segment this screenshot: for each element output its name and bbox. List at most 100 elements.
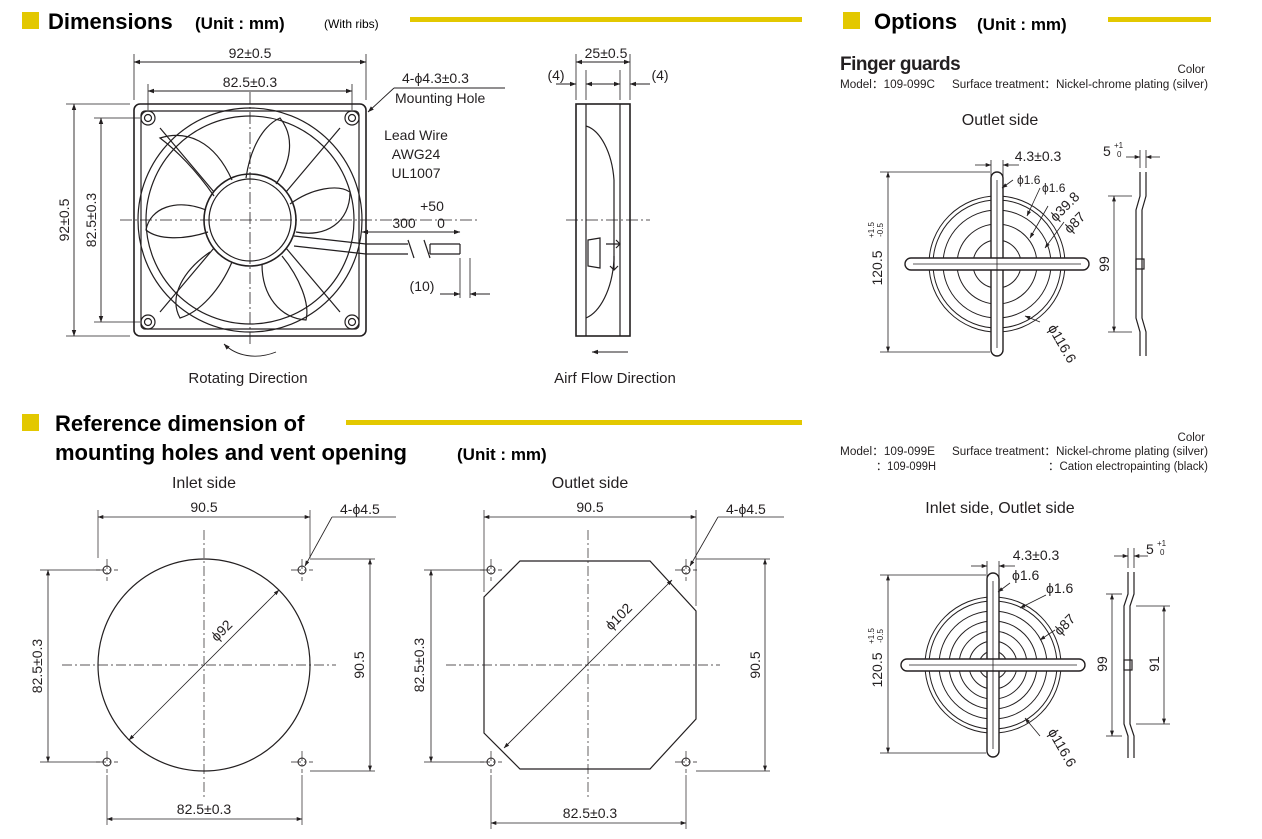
- options-guard2-info: Color Model：109-099E ：109-099H Surface t…: [840, 432, 1208, 517]
- guard1-tol-top: +1.5: [867, 222, 876, 238]
- guard2-front-view: [880, 561, 1086, 758]
- front-width: 92±0.5: [229, 45, 272, 61]
- inlet-extension-lines: [40, 510, 375, 825]
- dimensions-header: Dimensions (Unit : mm) (With ribs): [22, 9, 802, 34]
- guard2-height: 120.5: [869, 652, 885, 687]
- guard2-d5: ϕ116.6: [1045, 725, 1080, 769]
- color-label-2: Color: [1178, 432, 1206, 444]
- guard1-height: 120.5: [869, 250, 885, 285]
- inlet-pitch-vertical: 82.5±0.3: [29, 639, 45, 694]
- side-dimension-lines: [556, 59, 650, 355]
- guard1-hole: 4.3±0.3: [1015, 148, 1062, 164]
- wire-tolerance-plus: +50: [420, 198, 444, 214]
- lead-wire-standard: UL1007: [391, 165, 440, 181]
- fan-blades: [145, 117, 351, 321]
- guard2-side-height-inner: 91: [1146, 656, 1162, 672]
- guard2-d4: ϕ87: [1051, 610, 1079, 638]
- guard1-model: Model：109-099C: [840, 79, 935, 91]
- inlet-diameter: ϕ92: [208, 616, 236, 644]
- reference-unit: (Unit : mm): [457, 445, 547, 464]
- inlet-reference-view: [40, 510, 396, 825]
- guard2-hole: 4.3±0.3: [1013, 547, 1060, 563]
- ribs: [159, 127, 341, 313]
- guard1-surface-label: Surface treatment：: [952, 79, 1056, 91]
- guard2-side-dimension-lines: [1106, 548, 1170, 737]
- guard2-side-height: 99: [1094, 656, 1110, 672]
- guard2-side-depth-bottom: 0: [1160, 548, 1165, 557]
- guard2-tol-bottom: -0.5: [876, 629, 885, 643]
- outlet-diameter: ϕ102: [602, 600, 636, 634]
- guard2-surface-value-1: Nickel-chrome plating (silver): [1056, 446, 1208, 458]
- inlet-side-label: Inlet side: [172, 475, 236, 492]
- inlet-dimension-lines: [46, 515, 396, 821]
- guard1-side-depth: 5: [1103, 143, 1111, 159]
- inlet-height: 90.5: [351, 651, 367, 678]
- inlet-width: 90.5: [190, 499, 217, 515]
- outlet-holes-size: 4-ϕ4.5: [726, 501, 766, 517]
- guard1-view-label: Outlet side: [962, 112, 1039, 129]
- options-title: Options: [874, 9, 957, 34]
- guard2-d1: ϕ1.6: [1012, 567, 1040, 583]
- section-marker: [22, 414, 39, 431]
- guard2-model-2: ：109-099H: [876, 461, 936, 473]
- section-rule: [410, 17, 802, 22]
- outlet-pitch-vertical: 82.5±0.3: [411, 638, 427, 693]
- fan-side-labels: 25±0.5 (4) (4) Airf Flow Direction: [547, 45, 675, 387]
- dimensions-title: Dimensions: [48, 9, 173, 34]
- guard2-surface-value-2: ：Cation electropainting (black): [1048, 461, 1208, 473]
- guard2-dimension-lines: [880, 561, 1056, 754]
- mounting-hole-size: 4-ϕ4.3±0.3: [402, 70, 469, 86]
- guard1-front-view: [880, 160, 1090, 357]
- section-rule: [346, 420, 802, 425]
- mounting-holes: [140, 110, 360, 330]
- fan-front-view: [66, 54, 505, 357]
- side-depth: 25±0.5: [585, 45, 628, 61]
- inlet-holes-size: 4-ϕ4.5: [340, 501, 380, 517]
- guard1-side-dimension-lines: [1108, 150, 1160, 333]
- guard1-side-depth-bottom: 0: [1117, 150, 1122, 159]
- guard2-labels: 4.3±0.3 ϕ1.6 ϕ1.6 ϕ87 ϕ116.6 120.5 +1.5 …: [867, 539, 1167, 770]
- rotating-direction-label: Rotating Direction: [188, 370, 307, 387]
- guard2-side-depth-top: +1: [1157, 539, 1167, 548]
- reference-header: Reference dimension of mounting holes an…: [22, 411, 802, 465]
- outlet-pitch-horizontal: 82.5±0.3: [563, 805, 618, 821]
- strip-length: (10): [410, 278, 435, 294]
- wire-tolerance-minus: 0: [437, 215, 445, 231]
- reference-title-line1: Reference dimension of: [55, 411, 305, 436]
- outlet-reference-view: [424, 510, 784, 829]
- guard2-side-view: [1106, 548, 1170, 758]
- guard1-tol-bottom: -0.5: [876, 223, 885, 237]
- dimensions-note: (With ribs): [324, 17, 379, 31]
- guard1-surface-value: Nickel-chrome plating (silver): [1056, 79, 1208, 91]
- outlet-extension-lines: [424, 510, 770, 829]
- options-guard1-info: Finger guards Color Model：109-099C Surfa…: [840, 54, 1208, 129]
- outlet-width: 90.5: [576, 499, 603, 515]
- guard1-side-depth-top: +1: [1114, 141, 1124, 150]
- wire-length: 300: [392, 215, 416, 231]
- guard1-d2: ϕ1.6: [1042, 181, 1066, 195]
- finger-guards-title: Finger guards: [840, 54, 960, 75]
- reference-title-line2: mounting holes and vent opening: [55, 440, 407, 465]
- guard1-side-height: 99: [1096, 256, 1112, 272]
- outlet-height: 90.5: [747, 651, 763, 678]
- section-marker: [843, 12, 860, 29]
- section-marker: [22, 12, 39, 29]
- guard2-tol-top: +1.5: [867, 628, 876, 644]
- front-pitch-vertical: 82.5±0.3: [83, 193, 99, 248]
- guard2-side-depth: 5: [1146, 541, 1154, 557]
- inlet-pitch-horizontal: 82.5±0.3: [177, 801, 232, 817]
- fan-side-view: [556, 54, 650, 355]
- section-rule: [1108, 17, 1211, 22]
- color-label: Color: [1178, 64, 1206, 76]
- guard2-d2: ϕ1.6: [1046, 580, 1074, 596]
- airflow-direction-label: Airf Flow Direction: [554, 370, 676, 387]
- lead-wire: [293, 235, 461, 259]
- outlet-vent-shape: [483, 560, 697, 770]
- lead-wire-label: Lead Wire: [384, 127, 448, 143]
- fan-front-labels: 92±0.5 82.5±0.3 92±0.5 82.5±0.3 4-ϕ4.3±0…: [56, 45, 485, 387]
- guard1-d1: ϕ1.6: [1017, 173, 1041, 187]
- dimensions-unit: (Unit : mm): [195, 14, 285, 33]
- centerlines: [120, 92, 480, 346]
- outlet-dimension-lines: [429, 515, 784, 825]
- guard1-d5: ϕ116.6: [1045, 321, 1080, 365]
